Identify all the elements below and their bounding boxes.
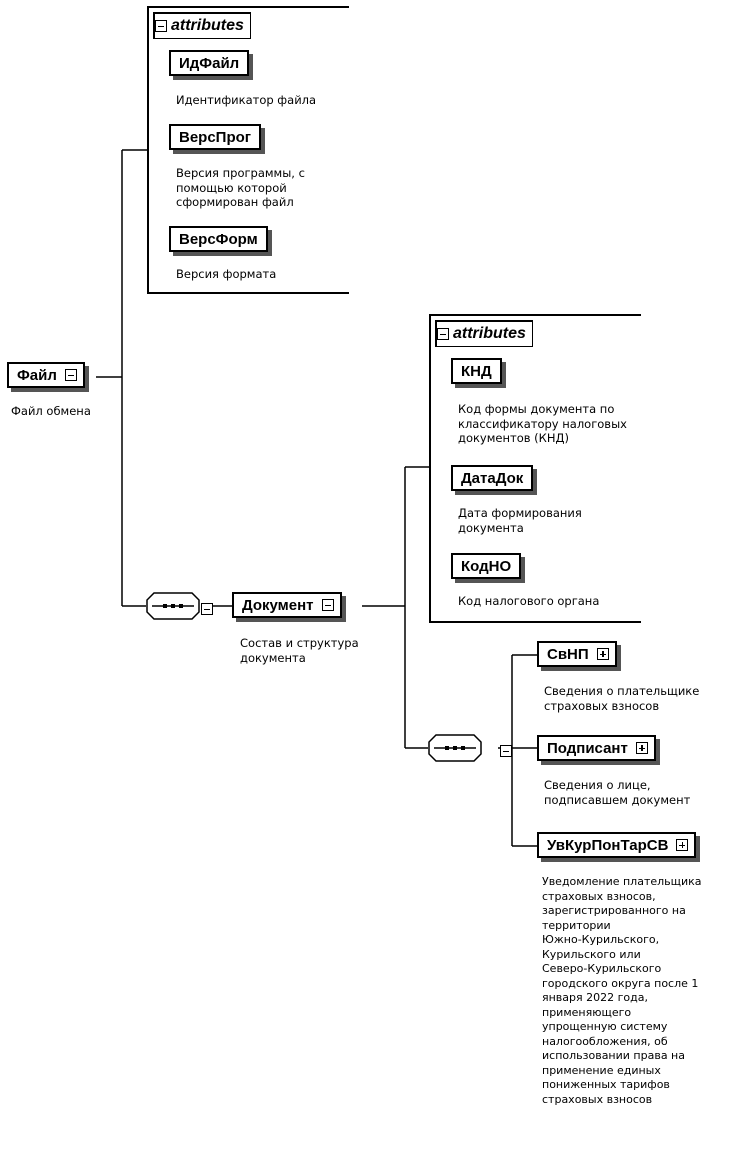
expand-icon[interactable] <box>635 742 648 754</box>
attribute-datadok[interactable]: ДатаДок <box>451 465 534 491</box>
sequence-compositor-1[interactable] <box>146 592 200 620</box>
collapse-icon[interactable] <box>437 328 449 340</box>
collapse-icon[interactable] <box>321 599 334 611</box>
attribute-desc: Дата формирования документа <box>458 506 582 535</box>
child-desc: Сведения о лице, подписавшем документ <box>544 778 691 807</box>
attribute-versform[interactable]: ВерсФорм <box>169 226 268 252</box>
element-podpisant[interactable]: Подписант <box>537 735 656 761</box>
attribute-name: КодНО <box>461 557 512 575</box>
element-name: УвКурПонТарСВ <box>547 836 669 854</box>
element-name: Документ <box>242 596 314 614</box>
child-desc: Сведения о плательщике страховых взносов <box>544 684 700 713</box>
element-document[interactable]: Документ <box>232 592 342 618</box>
attributes-header[interactable]: attributes <box>153 12 251 39</box>
attribute-name: ИдФайл <box>179 54 240 72</box>
collapse-icon[interactable] <box>64 369 77 381</box>
attribute-desc: Версия формата <box>176 267 277 281</box>
attribute-versprog[interactable]: ВерсПрог <box>169 124 262 150</box>
attribute-knd[interactable]: КНД <box>451 358 502 384</box>
element-name: Подписант <box>547 739 628 757</box>
attribute-name: ВерсПрог <box>179 128 252 146</box>
sequence-compositor-2[interactable] <box>428 734 482 762</box>
attribute-desc: Идентификатор файла <box>176 93 317 107</box>
sequence-collapse-icon[interactable] <box>500 745 513 757</box>
attributes-label: attributes <box>171 17 244 34</box>
attribute-desc: Код налогового органа <box>458 594 600 608</box>
attributes-header[interactable]: attributes <box>435 320 533 347</box>
element-uvkurpontarsv[interactable]: УвКурПонТарСВ <box>537 832 697 858</box>
attribute-name: КНД <box>461 362 492 380</box>
attribute-name: ДатаДок <box>461 469 524 487</box>
attribute-idfile[interactable]: ИдФайл <box>169 50 250 76</box>
collapse-icon[interactable] <box>155 20 167 32</box>
expand-icon[interactable] <box>596 648 609 660</box>
attribute-kodno[interactable]: КодНО <box>451 553 522 579</box>
attribute-desc: Код формы документа по классификатору на… <box>458 402 627 445</box>
element-name: СвНП <box>547 645 589 663</box>
attribute-name: ВерсФорм <box>179 230 258 248</box>
sequence-collapse-icon[interactable] <box>201 603 213 615</box>
root-element-file[interactable]: Файл <box>7 362 85 388</box>
child-desc: Уведомление плательщика страховых взносо… <box>542 875 702 1106</box>
attribute-desc: Версия программы, с помощью которой сфор… <box>176 166 305 209</box>
document-desc: Состав и структура документа <box>240 636 359 665</box>
attributes-label: attributes <box>453 325 526 342</box>
root-desc: Файл обмена <box>11 404 91 418</box>
element-name: Файл <box>17 366 57 384</box>
element-svnp[interactable]: СвНП <box>537 641 617 667</box>
expand-icon[interactable] <box>676 839 689 851</box>
